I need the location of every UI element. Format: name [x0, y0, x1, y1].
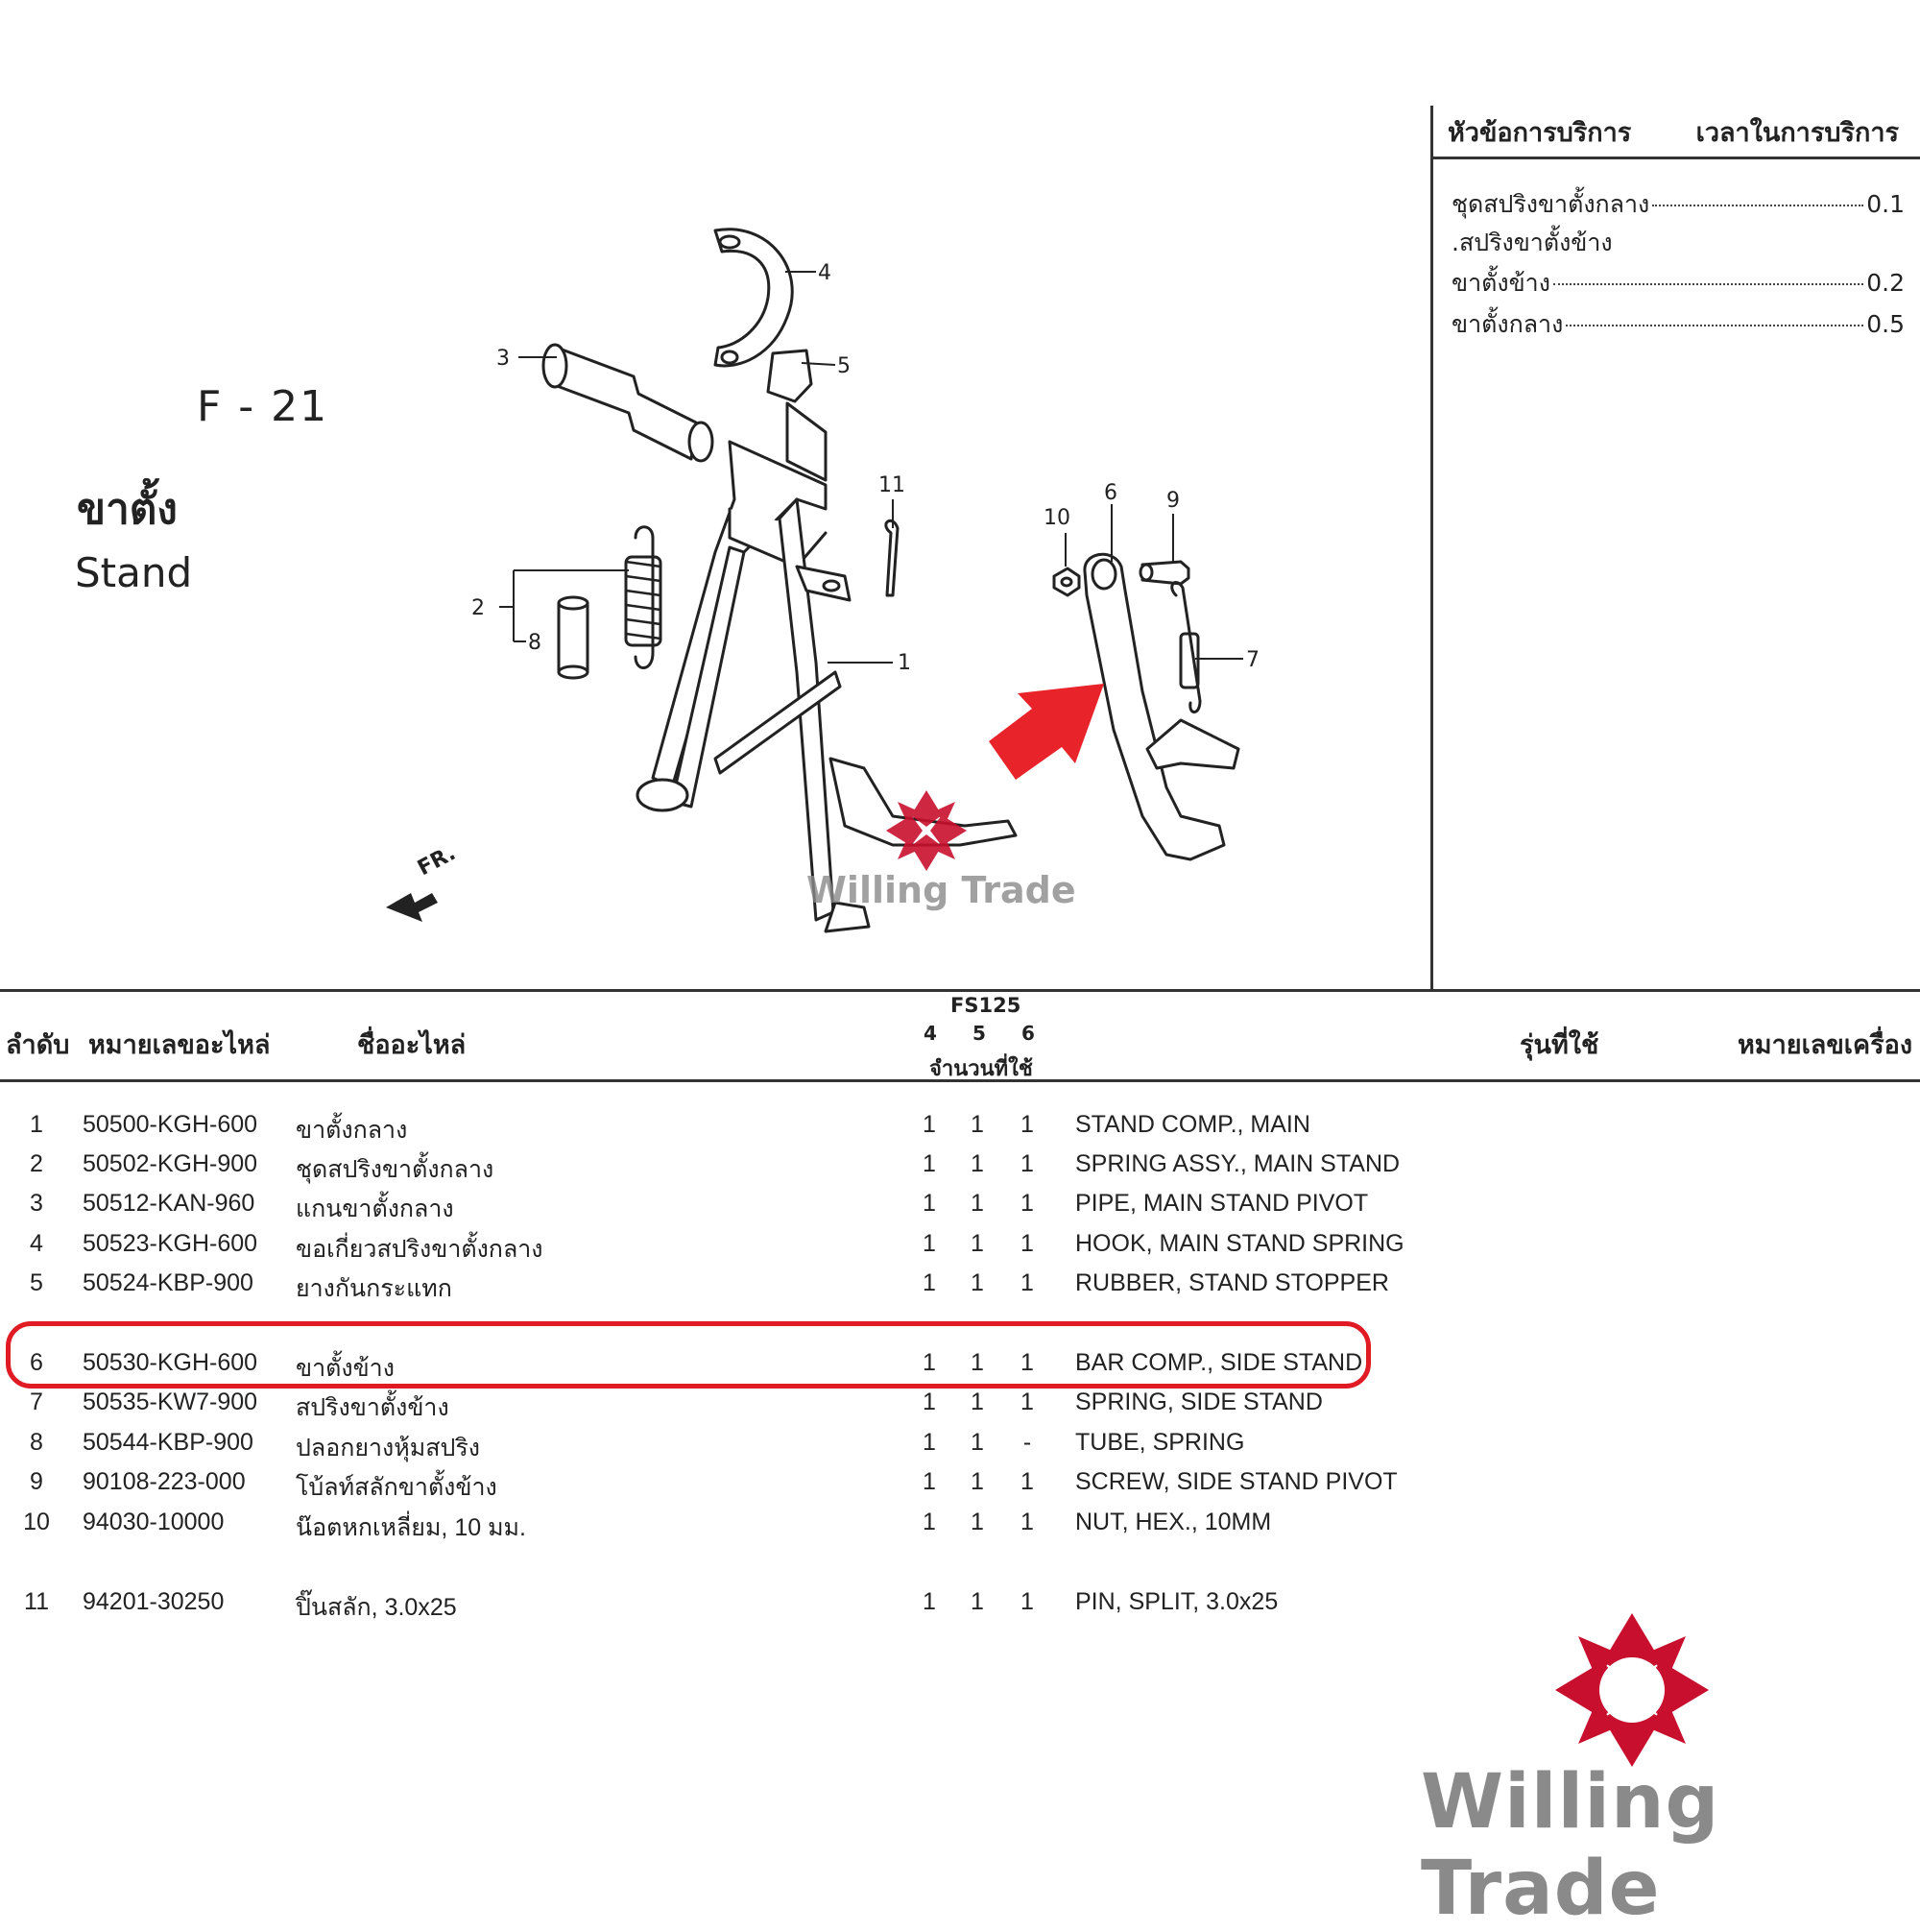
- callout-1: 1: [898, 651, 911, 675]
- part-4-hook: [713, 228, 794, 368]
- part-5-rubber: [766, 349, 813, 403]
- figure-title-thai: ขาตั้ง: [77, 485, 178, 534]
- callout-5: 5: [837, 354, 851, 378]
- panel-divider: [1430, 106, 1433, 991]
- callout-2: 2: [471, 596, 485, 620]
- service-header-time: เวลาในการบริการ: [1695, 118, 1899, 148]
- figure-code: F - 21: [197, 382, 329, 431]
- watermark-text-center: Willing Trade: [806, 869, 1076, 911]
- front-direction-label: FR.: [414, 841, 460, 881]
- part-11-split-pin: [884, 519, 900, 597]
- col-header-part-name: ชื่ออะไหล่: [357, 1030, 467, 1060]
- col-header-part-number: หมายเลขอะไหล่: [88, 1030, 271, 1060]
- watermark-logo-icon: [1555, 1613, 1709, 1767]
- callout-10: 10: [1044, 506, 1070, 530]
- part-3-pipe: [550, 346, 698, 461]
- red-pointer-arrow: [989, 684, 1104, 780]
- col-header-model-6: 6: [1021, 1022, 1035, 1045]
- col-header-models-used: รุ่นที่ใช้: [1520, 1030, 1599, 1060]
- col-header-engine-number: หมายเลขเครื่อง: [1738, 1030, 1912, 1060]
- callout-4: 4: [818, 261, 831, 285]
- callout-6: 6: [1104, 481, 1117, 505]
- col-header-model: FS125: [950, 994, 1021, 1017]
- part-6-side-stand: [1083, 552, 1226, 861]
- exploded-parts-diagram: FR. 4 5 3 11 6 9 10 7 1 2 8: [386, 228, 1260, 933]
- callout-3: 3: [496, 347, 510, 371]
- service-header-rule: [1432, 157, 1920, 159]
- highlight-box-row-6: [6, 1321, 1371, 1389]
- service-header-item: หัวข้อการบริการ: [1448, 118, 1632, 148]
- part-7-spring: [1170, 581, 1202, 713]
- callout-9: 9: [1166, 489, 1180, 513]
- callout-11: 11: [878, 473, 905, 497]
- part-8-tube: [557, 601, 589, 674]
- figure-title-english: Stand: [75, 549, 193, 596]
- part-2-spring: [634, 525, 655, 669]
- service-row: .สปริงขาตั้งข้าง: [1452, 229, 1613, 256]
- front-direction-arrow: [386, 893, 438, 922]
- table-header-rule: [0, 1079, 1920, 1082]
- watermark-text: Willing Trade: [1421, 1759, 1720, 1932]
- col-header-quantity: จำนวนที่ใช้: [929, 1057, 1033, 1081]
- watermark-logo-center: [886, 790, 967, 871]
- col-header-model-5: 5: [972, 1022, 986, 1045]
- callout-8: 8: [528, 631, 541, 655]
- callout-7: 7: [1246, 648, 1260, 672]
- col-header-model-4: 4: [924, 1022, 937, 1045]
- table-top-rule: [0, 989, 1920, 992]
- col-header-no: ลำดับ: [6, 1030, 70, 1060]
